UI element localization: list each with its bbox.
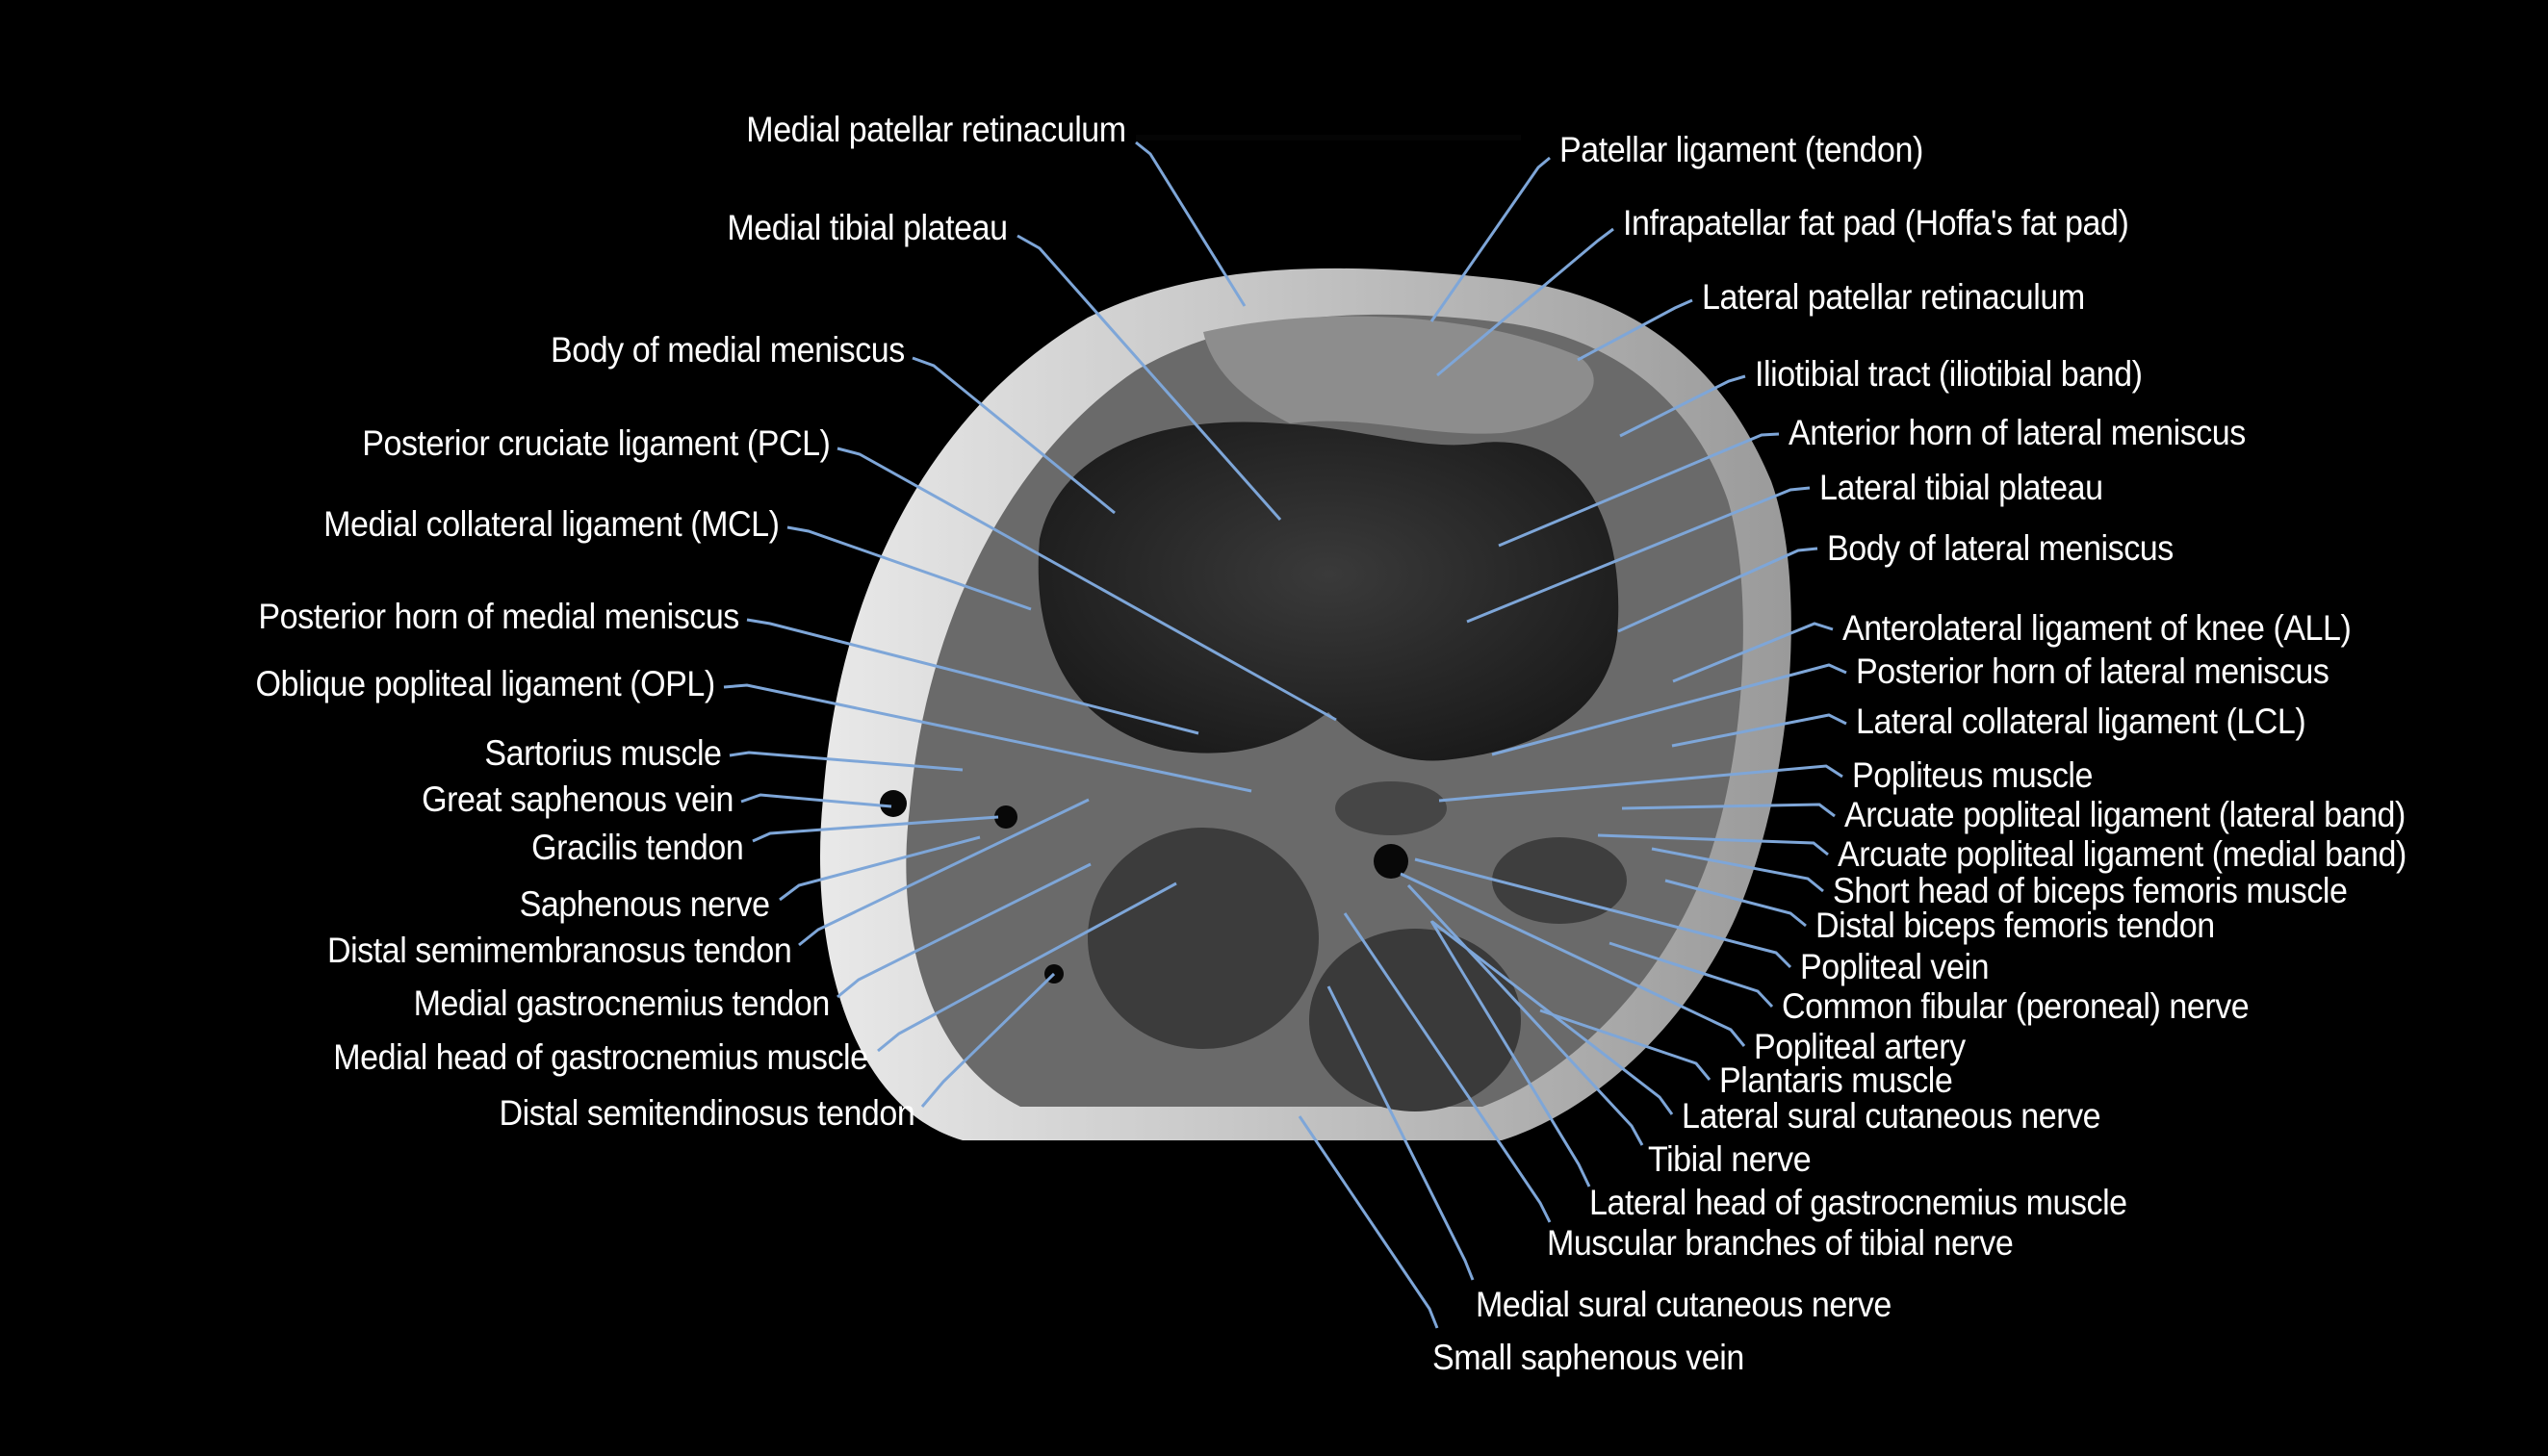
label-infrapatellar-fat-pad: Infrapatellar fat pad (Hoffa's fat pad): [1623, 203, 2129, 243]
label-distal-semitendinosus-tendon: Distal semitendinosus tendon: [499, 1093, 914, 1133]
label-medial-gastrocnemius-tendon: Medial gastrocnemius tendon: [413, 983, 831, 1023]
label-medial-head-gastrocnemius: Medial head of gastrocnemius muscle: [333, 1037, 869, 1077]
biceps: [1492, 837, 1627, 924]
leader-small-saphenous-vein: [1298, 1115, 1439, 1329]
label-popliteus-muscle: Popliteus muscle: [1852, 755, 2093, 795]
leader-arcuate-lateral-band: [1621, 803, 1836, 818]
leader-lateral-sural-cutaneous-nerve: [1431, 920, 1674, 1115]
lateral-gastrocnemius: [1309, 929, 1521, 1111]
leader-tibial-nerve: [1406, 883, 1644, 1146]
label-pcl: Posterior cruciate ligament (PCL): [361, 423, 831, 463]
leader-body-lateral-meniscus: [1617, 547, 1818, 633]
label-medial-tibial-plateau: Medial tibial plateau: [727, 208, 1009, 247]
leader-posterior-horn-medial-meniscus: [746, 618, 1199, 735]
label-gracilis-tendon: Gracilis tendon: [530, 828, 744, 867]
leader-medial-patellar-retinaculum: [1135, 140, 1247, 307]
label-anterior-horn-lateral-meniscus: Anterior horn of lateral meniscus: [1789, 413, 2246, 452]
leader-pcl: [836, 447, 1337, 722]
leader-infrapatellar-fat-pad: [1436, 227, 1614, 377]
leader-great-saphenous-vein: [740, 793, 892, 808]
label-patellar-ligament: Patellar ligament (tendon): [1559, 130, 1923, 169]
leader-lcl: [1671, 713, 1847, 748]
leader-saphenous-nerve: [779, 835, 981, 902]
leader-iliotibial-tract: [1619, 374, 1746, 438]
leader-medial-gastrocnemius-tendon: [836, 862, 1092, 999]
leader-short-head-biceps-femoris: [1651, 847, 1824, 893]
leader-sartorius-muscle: [729, 751, 964, 772]
popliteus: [1335, 781, 1447, 835]
leader-distal-semimembranosus-tendon: [798, 798, 1090, 947]
label-great-saphenous-vein: Great saphenous vein: [422, 779, 734, 819]
label-tibial-nerve: Tibial nerve: [1648, 1139, 1812, 1179]
label-medial-sural-cutaneous-nerve: Medial sural cutaneous nerve: [1476, 1285, 1892, 1324]
label-distal-biceps-femoris-tendon: Distal biceps femoris tendon: [1815, 906, 2215, 945]
leader-medial-tibial-plateau: [1017, 234, 1282, 521]
leader-distal-semitendinosus-tendon: [920, 972, 1056, 1108]
label-distal-semimembranosus-tendon: Distal semimembranosus tendon: [326, 931, 792, 970]
label-iliotibial-tract: Iliotibial tract (iliotibial band): [1755, 354, 2143, 394]
label-all: Anterolateral ligament of knee (ALL): [1842, 608, 2352, 648]
label-body-medial-meniscus: Body of medial meniscus: [551, 330, 905, 370]
label-arcuate-medial-band: Arcuate popliteal ligament (medial band): [1838, 834, 2406, 874]
leader-gracilis-tendon: [752, 815, 999, 843]
label-lateral-sural-cutaneous-nerve: Lateral sural cutaneous nerve: [1682, 1096, 2101, 1136]
label-saphenous-nerve: Saphenous nerve: [520, 884, 770, 924]
popliteal-vessel-mark: [1374, 844, 1408, 879]
label-small-saphenous-vein: Small saphenous vein: [1432, 1338, 1744, 1377]
fat-pad: [1203, 316, 1594, 434]
gracilis-mark: [994, 805, 1017, 829]
label-lateral-head-gastrocnemius: Lateral head of gastrocnemius muscle: [1589, 1183, 2127, 1222]
leader-lines: [723, 140, 1847, 1329]
leader-lateral-head-gastrocnemius: [1429, 920, 1591, 1188]
leader-common-fibular-nerve: [1609, 941, 1774, 1009]
label-sartorius-muscle: Sartorius muscle: [484, 733, 723, 773]
label-body-lateral-meniscus: Body of lateral meniscus: [1827, 528, 2174, 568]
leader-arcuate-medial-band: [1597, 833, 1829, 856]
leader-distal-biceps-femoris-tendon: [1664, 879, 1807, 928]
great-saphenous-vein-mark: [880, 790, 907, 817]
label-lateral-patellar-retinaculum: Lateral patellar retinaculum: [1702, 277, 2085, 317]
label-lateral-tibial-plateau: Lateral tibial plateau: [1819, 468, 2103, 507]
label-opl: Oblique popliteal ligament (OPL): [255, 664, 716, 703]
medial-gastrocnemius: [1088, 828, 1319, 1049]
leader-lateral-tibial-plateau: [1466, 486, 1811, 624]
label-posterior-horn-medial-meniscus: Posterior horn of medial meniscus: [258, 597, 740, 636]
label-plantaris-muscle: Plantaris muscle: [1719, 1060, 1953, 1100]
label-popliteal-artery: Popliteal artery: [1754, 1027, 1966, 1066]
leader-medial-head-gastrocnemius: [877, 881, 1177, 1053]
label-lcl: Lateral collateral ligament (LCL): [1856, 702, 2306, 741]
label-common-fibular-nerve: Common fibular (peroneal) nerve: [1782, 986, 2250, 1026]
label-short-head-biceps-femoris: Short head of biceps femoris muscle: [1833, 871, 2348, 910]
label-medial-patellar-retinaculum: Medial patellar retinaculum: [746, 110, 1127, 149]
leader-popliteus-muscle: [1438, 764, 1843, 803]
leader-popliteal-vein: [1414, 857, 1792, 969]
leader-medial-sural-cutaneous-nerve: [1326, 985, 1475, 1281]
leader-all: [1672, 622, 1834, 683]
tibia: [1038, 421, 1619, 761]
label-arcuate-lateral-band: Arcuate popliteal ligament (lateral band…: [1844, 795, 2406, 834]
leader-opl: [723, 683, 1252, 793]
label-muscular-branches-tibial-nerve: Muscular branches of tibial nerve: [1547, 1223, 2014, 1263]
label-posterior-horn-lateral-meniscus: Posterior horn of lateral meniscus: [1856, 651, 2329, 691]
label-mcl: Medial collateral ligament (MCL): [323, 504, 781, 544]
leader-muscular-branches-tibial-nerve: [1343, 912, 1552, 1223]
label-popliteal-vein: Popliteal vein: [1800, 947, 1990, 986]
leader-body-medial-meniscus: [912, 356, 1116, 515]
leader-lateral-patellar-retinaculum: [1577, 298, 1693, 362]
leader-mcl: [786, 525, 1032, 611]
leader-anterior-horn-lateral-meniscus: [1498, 432, 1780, 548]
leader-popliteal-artery: [1400, 872, 1746, 1047]
leader-plantaris-muscle: [1539, 1009, 1712, 1081]
leader-patellar-ligament: [1429, 156, 1551, 322]
leader-posterior-horn-lateral-meniscus: [1491, 663, 1847, 756]
crop-top: [1136, 135, 1521, 140]
